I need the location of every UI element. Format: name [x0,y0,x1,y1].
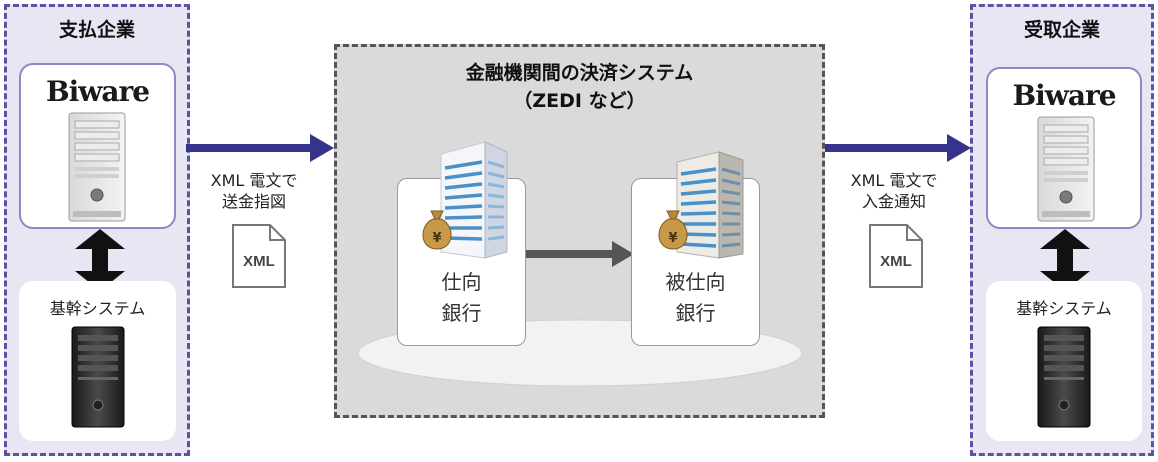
notify-message-line2: 入金通知 [832,191,956,212]
money-bag-icon: ¥ [653,207,693,251]
payer-company-panel: 支払企業 Biware 基幹システム [4,4,190,456]
notify-arrow [825,134,971,162]
money-bag-icon: ¥ [417,207,457,251]
sending-bank-label: 仕向 銀行 [398,267,525,329]
bank-transfer-arrow [526,241,634,267]
send-doc-label: XML [243,253,275,270]
receiving-bank-label: 被仕向 銀行 [632,267,759,329]
payer-title: 支払企業 [7,15,187,42]
tower-pc-icon [70,325,126,429]
notify-doc-label: XML [880,253,912,270]
network-title-line1: 金融機関間の決済システム [337,59,822,87]
xml-document-icon: XML [230,222,288,290]
payer-biware-card: Biware [19,63,176,229]
payer-system-label: 基幹システム [19,295,176,319]
receiving-bank-line1: 被仕向 [632,267,759,298]
payee-biware-card: Biware [986,67,1142,229]
svg-text:¥: ¥ [432,231,441,246]
network-title: 金融機関間の決済システム （ZEDI など） [337,59,822,115]
biware-logo: Biware [988,79,1140,112]
payee-title: 受取企業 [973,15,1151,42]
xml-document-icon: XML [867,222,925,290]
biware-logo: Biware [21,75,174,108]
payee-system-card: 基幹システム [986,281,1142,441]
server-icon [67,111,127,223]
svg-text:¥: ¥ [668,231,677,246]
payee-system-label: 基幹システム [986,295,1142,319]
send-message-line2: 送金指図 [192,191,316,212]
network-title-line2: （ZEDI など） [337,87,822,115]
payee-company-panel: 受取企業 Biware 基幹システム [970,4,1154,456]
receiving-bank-line2: 銀行 [632,298,759,329]
notify-message-label: XML 電文で 入金通知 [832,170,956,212]
payer-system-card: 基幹システム [19,281,176,441]
tower-pc-icon [1036,325,1092,429]
send-message-label: XML 電文で 送金指図 [192,170,316,212]
notify-message-line1: XML 電文で [832,170,956,191]
send-message-line1: XML 電文で [192,170,316,191]
sending-bank-line2: 銀行 [398,298,525,329]
send-arrow [186,134,334,162]
settlement-network-panel: 金融機関間の決済システム （ZEDI など） 仕向 銀行 ¥ [334,44,825,418]
sending-bank-line1: 仕向 [398,267,525,298]
server-icon [1036,115,1096,223]
